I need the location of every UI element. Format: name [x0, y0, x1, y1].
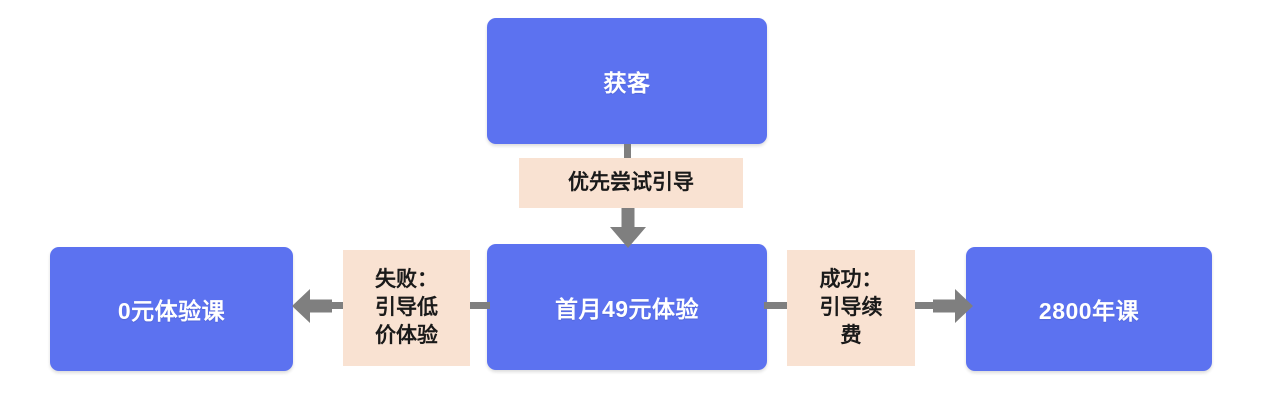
edge-label-priority-try-guide[interactable]: 优先尝试引导	[519, 158, 743, 208]
edge-label-line: 引导续	[819, 296, 883, 320]
node-first-month-49-trial[interactable]: 首月49元体验	[487, 244, 767, 370]
node-zero-yuan-trial-course[interactable]: 0元体验课	[50, 247, 293, 371]
node-2800-annual-course-label: 2800年课	[1038, 298, 1140, 324]
edge-label-line: 价体验	[375, 323, 438, 347]
node-zero-yuan-trial-course-label: 0元体验课	[117, 298, 226, 324]
connector-right-label-to-annual	[913, 302, 945, 309]
connector-trial49-to-right-label	[764, 302, 789, 309]
connector-left-label-to-free	[323, 302, 345, 309]
edge-label-line: 成功：	[819, 268, 883, 292]
edge-label-success-guide-renewal[interactable]: 成功： 引导续 费	[787, 250, 915, 366]
edge-label-line: 优先尝试引导	[568, 171, 694, 195]
node-acquire[interactable]: 获客	[487, 18, 767, 144]
edge-label-line: 引导低	[375, 296, 438, 320]
arrow-left-icon	[292, 289, 332, 323]
edge-label-line: 费	[840, 323, 862, 347]
node-2800-annual-course[interactable]: 2800年课	[966, 247, 1212, 371]
edge-label-line: 失败：	[375, 268, 438, 292]
connector-acquire-to-trial49	[624, 144, 631, 159]
connector-trial49-to-left-label	[468, 302, 490, 309]
arrow-right-icon	[933, 289, 973, 323]
edge-label-failure-guide-low-price[interactable]: 失败： 引导低 价体验	[343, 250, 470, 366]
node-first-month-49-trial-label: 首月49元体验	[554, 296, 700, 322]
node-acquire-label: 获客	[603, 70, 651, 96]
arrow-down-icon	[610, 205, 646, 248]
